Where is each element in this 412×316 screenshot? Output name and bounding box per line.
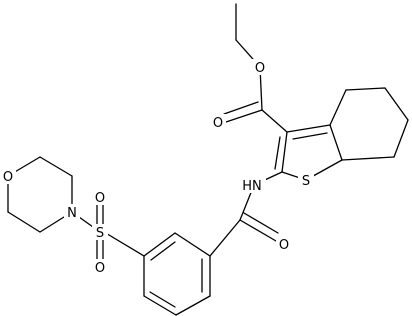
bond bbox=[329, 89, 347, 126]
bond bbox=[39, 156, 73, 177]
bond bbox=[103, 231, 145, 257]
sulfonyl-oxygen-bottom-label: O bbox=[95, 261, 105, 276]
amide-oxygen-label: O bbox=[279, 238, 289, 253]
ester-carbonyl-oxygen-label: O bbox=[213, 116, 223, 131]
bond bbox=[345, 87, 386, 91]
ester-ether-oxygen-label: O bbox=[255, 61, 265, 76]
morpholine-nitrogen-label: N bbox=[67, 206, 77, 221]
bond bbox=[329, 124, 343, 161]
morpholine-ring bbox=[7, 156, 73, 233]
bond bbox=[150, 241, 176, 261]
morpholine-oxygen-label: O bbox=[3, 170, 13, 185]
bond bbox=[384, 87, 409, 121]
bond bbox=[209, 219, 241, 257]
amide-nh-label: HN bbox=[242, 179, 262, 194]
bond bbox=[341, 156, 395, 161]
thiophene-ring bbox=[274, 124, 343, 181]
bond bbox=[281, 131, 288, 173]
bond bbox=[143, 232, 176, 257]
sulfonyl-oxygen-top-label: O bbox=[95, 191, 105, 206]
bond bbox=[149, 291, 176, 308]
bond bbox=[239, 219, 277, 242]
benzene-ring bbox=[143, 232, 211, 316]
bond bbox=[143, 295, 177, 316]
bond bbox=[274, 136, 281, 170]
bond bbox=[223, 101, 259, 115]
bond bbox=[261, 109, 288, 133]
cyclohexane-ring bbox=[329, 87, 409, 161]
bond bbox=[292, 132, 328, 140]
atom-labels: O O S HN O S O O N O bbox=[0, 59, 314, 276]
bond bbox=[393, 119, 409, 158]
thiophene-sulfur-label: S bbox=[302, 174, 310, 189]
bond bbox=[286, 124, 331, 133]
bond bbox=[243, 212, 279, 234]
sulfonyl-sulfur-label: S bbox=[96, 226, 104, 241]
bond bbox=[174, 232, 211, 257]
bond bbox=[7, 211, 41, 233]
bond bbox=[175, 295, 211, 316]
bond bbox=[225, 109, 263, 123]
